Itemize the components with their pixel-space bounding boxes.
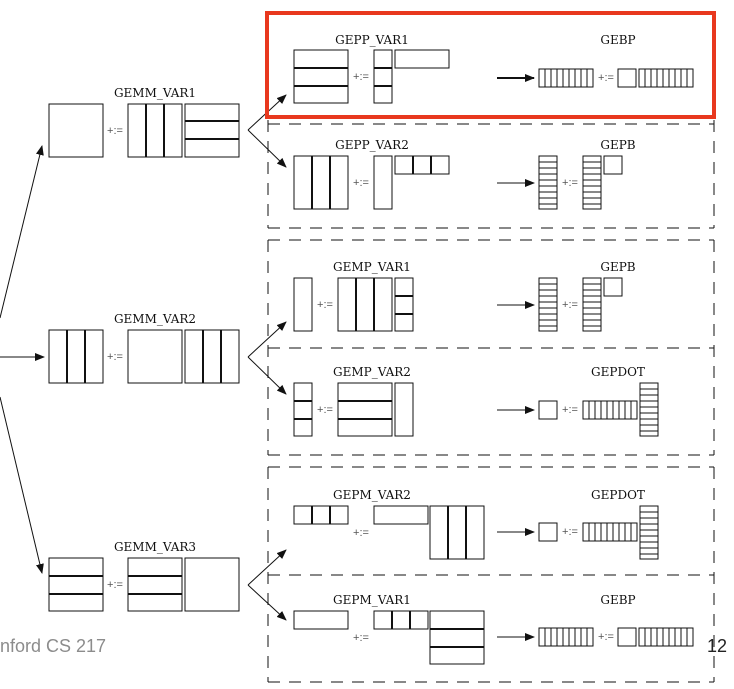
arrow-var2-to-gemp1 bbox=[247, 321, 287, 358]
label-gebp-2: GEBP bbox=[600, 593, 635, 607]
arrow-to-gemm-var1 bbox=[0, 145, 44, 319]
arrow-var2-to-gemp2 bbox=[247, 356, 287, 395]
gepp-var2-block bbox=[293, 155, 450, 210]
gemp-var2-block bbox=[293, 382, 414, 437]
highlight-box bbox=[265, 11, 716, 119]
arrow-var3-to-gepm1 bbox=[247, 584, 287, 621]
label-gepb-1: GEPB bbox=[600, 138, 635, 152]
label-gebp-1: GEBP bbox=[600, 33, 635, 47]
label-gepdot-1: GEPDOT bbox=[591, 365, 645, 379]
page-number: 12 bbox=[707, 636, 728, 656]
label-gemm-var2: GEMM_VAR2 bbox=[114, 312, 196, 326]
gebp-block-1 bbox=[538, 68, 694, 88]
dashed-group-frames bbox=[267, 120, 715, 683]
label-gepm-var2: GEPM_VAR2 bbox=[333, 488, 411, 502]
op-gemm-var3: +:= bbox=[107, 579, 123, 591]
label-gemm-var3: GEMM_VAR3 bbox=[114, 540, 196, 554]
gemm-var1-block bbox=[48, 103, 240, 158]
gepdot-block-2 bbox=[538, 505, 659, 560]
op-gepm-var2: +:= bbox=[353, 527, 369, 539]
label-gepp-var1: GEPP_VAR1 bbox=[335, 33, 409, 47]
op-gepb-1: +:= bbox=[562, 177, 578, 189]
op-gemp-var1: +:= bbox=[317, 299, 333, 311]
footer-course-label: nford CS 217 bbox=[0, 636, 107, 656]
gepm-var2-block bbox=[293, 505, 485, 560]
arrow-var1-to-gepp2 bbox=[247, 129, 287, 168]
op-gemm-var1: +:= bbox=[107, 125, 123, 137]
gepb-block-2 bbox=[538, 277, 623, 332]
gepm-var1-block bbox=[293, 610, 485, 665]
op-gepb-2: +:= bbox=[562, 299, 578, 311]
op-gebp-1: +:= bbox=[598, 72, 614, 84]
label-gemp-var2: GEMP_VAR2 bbox=[333, 365, 411, 379]
gemm-var2-block bbox=[48, 329, 240, 384]
gepb-block-1 bbox=[538, 155, 623, 210]
op-gebp-2: +:= bbox=[598, 631, 614, 643]
label-gemm-var1: GEMM_VAR1 bbox=[114, 86, 196, 100]
op-gepdot-2: +:= bbox=[562, 526, 578, 538]
label-gepp-var2: GEPP_VAR2 bbox=[335, 138, 409, 152]
label-gemp-var1: GEMP_VAR1 bbox=[333, 260, 411, 274]
label-gepb-2: GEPB bbox=[600, 260, 635, 274]
gebp-block-2 bbox=[538, 627, 694, 647]
op-gemm-var2: +:= bbox=[107, 351, 123, 363]
gemm-var3-block bbox=[48, 557, 240, 612]
op-gepp-var1: +:= bbox=[353, 71, 369, 83]
arrow-var3-to-gepm2 bbox=[247, 549, 287, 586]
arrow-to-gemm-var3 bbox=[0, 396, 44, 574]
label-gepdot-2: GEPDOT bbox=[591, 488, 645, 502]
op-gemp-var2: +:= bbox=[317, 404, 333, 416]
label-gepm-var1: GEPM_VAR1 bbox=[333, 593, 411, 607]
gepp-var1-block bbox=[293, 49, 450, 104]
op-gepdot-1: +:= bbox=[562, 404, 578, 416]
op-gepm-var1: +:= bbox=[353, 632, 369, 644]
op-gepp-var2: +:= bbox=[353, 177, 369, 189]
gemp-var1-block bbox=[293, 277, 414, 332]
gepdot-block-1 bbox=[538, 382, 659, 437]
